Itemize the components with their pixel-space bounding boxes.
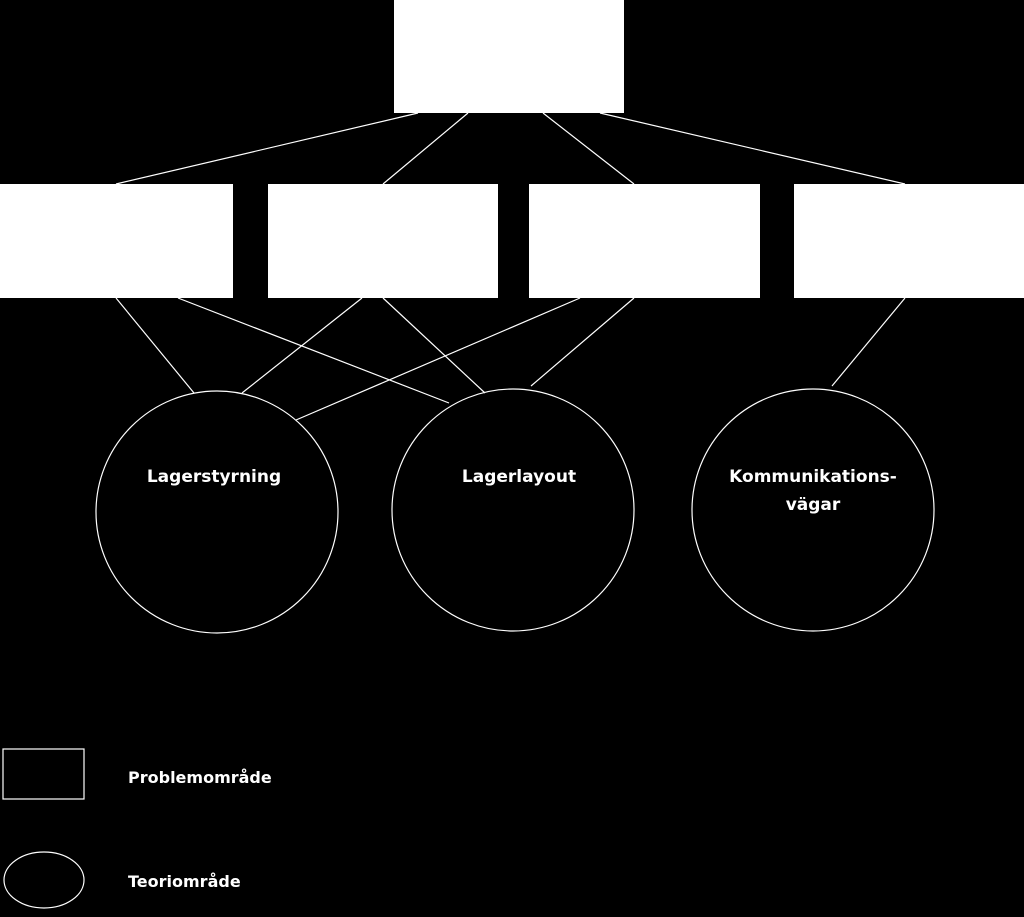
- theory-circle-lagerlayout: [391, 388, 635, 632]
- connector-box-4-to-kommunikationsvagar: [831, 297, 906, 387]
- problem-box-1: [0, 184, 233, 298]
- theory-circle-lagerstyrning: [95, 390, 339, 634]
- legend: Problemområde Teoriområde: [2, 748, 272, 909]
- connector-box-1-to-lagerlayout: [177, 297, 450, 404]
- problem-box-top: [394, 0, 624, 113]
- connector-box-1-to-lagerstyrning: [115, 297, 195, 394]
- problem-box-3: [529, 184, 760, 298]
- theory-label-kommunikationsvagar-line-2: vägar: [786, 495, 841, 515]
- connector-box-2-to-lagerlayout: [382, 297, 486, 394]
- theory-connectors: [115, 297, 906, 421]
- legend-problem-swatch: [2, 748, 85, 800]
- legend-theory-swatch: [3, 851, 85, 909]
- theory-label-kommunikationsvagar-line-1: Kommunikations-: [729, 467, 897, 487]
- theory-label-lagerstyrning: Lagerstyrning: [147, 467, 281, 487]
- connector-top-to-box-4: [599, 112, 906, 185]
- theory-label-lagerlayout: Lagerlayout: [462, 467, 576, 487]
- theory-node-lagerlayout: Lagerlayout: [391, 388, 635, 632]
- problem-box-2: [268, 184, 498, 298]
- problem-box-4: [794, 184, 1024, 298]
- theory-node-kommunikationsvagar: Kommunikations- vägar: [691, 388, 935, 632]
- connector-top-to-box-1: [115, 112, 419, 185]
- connector-box-2-to-lagerstyrning: [241, 297, 363, 394]
- connector-top-to-box-2: [382, 112, 469, 185]
- connector-box-3-to-lagerstyrning: [295, 297, 581, 421]
- legend-problem-label: Problemområde: [128, 768, 272, 787]
- connector-top-to-box-3: [542, 112, 635, 185]
- theory-circle-kommunikationsvagar: [691, 388, 935, 632]
- theory-node-lagerstyrning: Lagerstyrning: [95, 390, 339, 634]
- legend-theory-label: Teoriområde: [128, 872, 241, 891]
- connector-box-3-to-lagerlayout: [530, 297, 635, 387]
- problem-boxes: [0, 0, 1024, 298]
- top-connectors: [115, 112, 906, 185]
